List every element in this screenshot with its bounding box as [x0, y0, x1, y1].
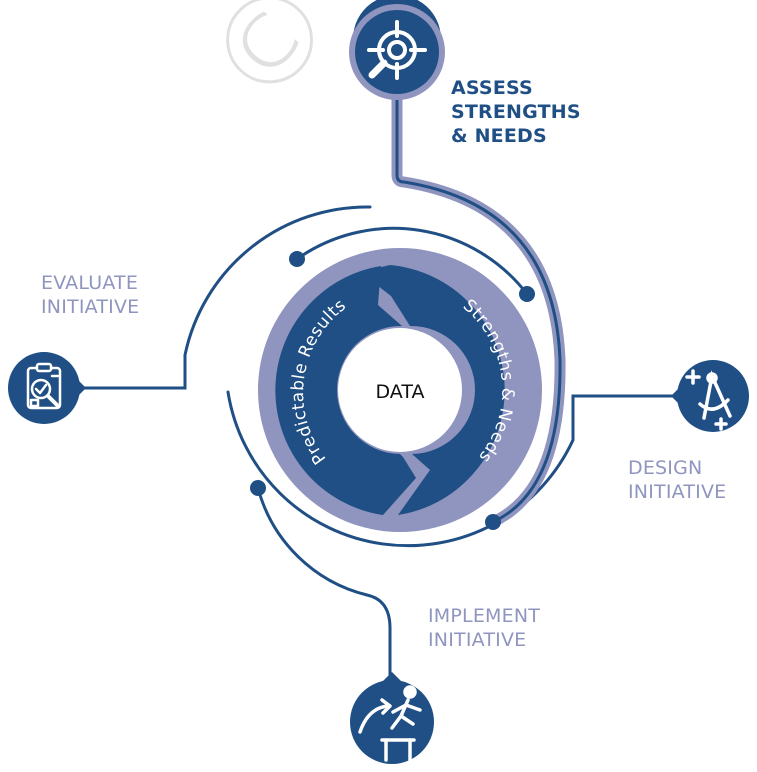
dot-bottom-right: [485, 514, 501, 530]
dot-top-left: [289, 251, 305, 267]
step-label-assess: ASSESS STRENGTHS & NEEDS: [451, 76, 581, 148]
target-magnifier-icon: [367, 20, 427, 80]
center-label: DATA: [376, 381, 425, 403]
center-right-half: [360, 265, 505, 515]
design-node[interactable]: [671, 360, 749, 432]
step-label-assess-line-2: STRENGTHS: [451, 101, 581, 123]
step-label-assess-line-3: & NEEDS: [451, 125, 547, 147]
dot-bottom-left: [250, 480, 266, 496]
implement-node[interactable]: [350, 672, 434, 764]
dot-top-right: [519, 286, 535, 302]
step-label-evaluate-line-1: EVALUATE: [41, 272, 139, 294]
step-label-implement: IMPLEMENT INITIATIVE: [428, 604, 540, 652]
connector-bottom-arc: [226, 390, 708, 548]
center-left-half: [275, 266, 416, 515]
hurdle-runner-icon: [358, 685, 422, 762]
step-label-assess-line-1: ASSESS: [451, 77, 533, 99]
connector-dots: [250, 251, 535, 530]
assess-node[interactable]: [349, 0, 445, 100]
connector-inner-lower-arc: [256, 486, 392, 720]
step-label-implement-line-2: INITIATIVE: [428, 629, 527, 651]
clipboard-check-icon: [26, 362, 62, 410]
step-label-evaluate-line-2: INITIATIVE: [41, 296, 140, 318]
design-compass-icon: [685, 369, 732, 431]
step-label-design-line-1: DESIGN: [628, 457, 703, 479]
center-hub: [338, 328, 462, 452]
connector-outer-arc: [60, 205, 372, 390]
assess-path: [391, 84, 566, 528]
evaluate-node[interactable]: [8, 352, 86, 424]
step-label-evaluate: EVALUATE INITIATIVE: [41, 271, 139, 319]
connector-top-arc: [295, 226, 529, 296]
step-label-design: DESIGN INITIATIVE: [628, 456, 726, 504]
step-label-design-line-2: INITIATIVE: [628, 481, 727, 503]
connector-lines: [60, 205, 708, 720]
step-label-implement-line-1: IMPLEMENT: [428, 605, 541, 627]
